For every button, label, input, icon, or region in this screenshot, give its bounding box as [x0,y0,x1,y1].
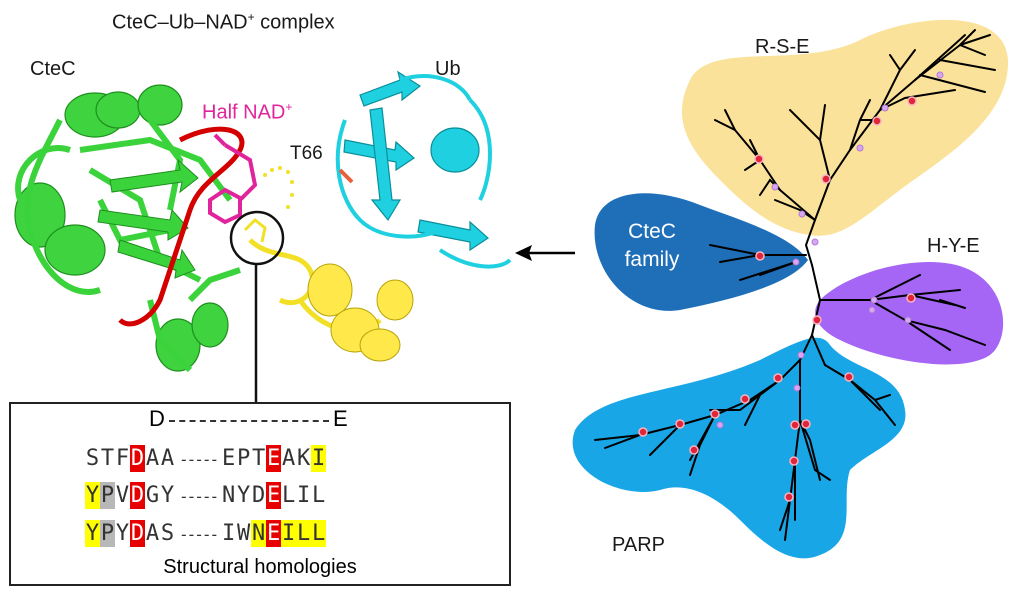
label-ub: Ub [435,58,461,80]
residue: D [130,482,145,509]
residue: I [222,521,236,546]
clade-hye-blob [815,261,1004,365]
yellow-linker [248,166,414,362]
residue: Y [237,483,251,508]
residue: I [297,483,311,508]
marker-dash-line [169,420,329,422]
gap-dashes: ----- [179,487,219,506]
residue: A [145,521,160,546]
clade-ctec-blob [594,193,808,311]
t66-residue [338,168,354,184]
residue: A [282,446,296,471]
arrow-pointer [515,245,575,261]
sequence-row: STFDAA-----EPTEAKI [85,445,327,473]
residue: E [266,520,282,547]
residue: P [100,520,115,547]
clade-label-ctec-family: CteC family [624,220,680,271]
alignment-box: D E STFDAA-----EPTEAKI YPVDGY-----NYDELI… [9,402,511,586]
marker-e: E [333,406,348,431]
residue: Y [85,482,100,509]
residue: I [311,445,327,472]
residue: A [145,446,160,471]
residue: T [252,446,266,471]
residue: D [130,520,145,547]
residue: A [160,446,175,471]
clade-parp-blob [572,337,906,559]
residue: S [85,446,100,471]
sequence-row: YPVDGY-----NYDELIL [85,482,326,510]
ctec-protein [14,84,241,373]
gap-dashes: ----- [179,525,219,544]
label-t66: T66 [290,143,323,164]
nad-ligand [208,133,258,225]
residue: D [252,483,266,508]
residue: F [115,446,130,471]
residue: L [312,483,326,508]
residue: G [145,483,160,508]
residue: L [311,520,327,547]
residue: T [100,446,115,471]
residue: D [130,445,145,472]
residue: Y [160,483,175,508]
active-site-residues [243,217,267,243]
residue: I [281,520,297,547]
residue: E [222,446,236,471]
clade-label-rse: R-S-E [755,36,810,58]
residue: K [297,446,311,471]
sequence-row: YPYDAS-----IWNEILL [85,520,327,548]
residue: P [237,446,251,471]
residue: E [266,482,282,509]
clade-label-hye: H-Y-E [927,235,980,257]
residue: L [296,520,312,547]
clade-rse-blob [681,19,1009,236]
figure-title: CteC–Ub–NAD+ complex [112,10,335,34]
tree-nodes [638,71,944,502]
residue: Y [85,520,100,547]
label-half-nad: Half NAD+ [202,100,293,124]
residue: L [282,483,296,508]
residue: V [115,483,130,508]
residue: S [160,521,175,546]
residue: N [222,483,236,508]
clade-label-parp: PARP [612,534,665,556]
red-loop [118,126,245,327]
marker-d: D [149,406,165,431]
gap-dashes: ----- [179,450,219,469]
label-ctec: CteC [30,58,76,80]
residue: E [266,445,282,472]
residue: Y [115,521,130,546]
ub-protein [335,70,512,269]
residue: P [100,482,115,509]
residue: W [237,521,251,546]
alignment-caption: Structural homologies [163,556,357,578]
residue: N [251,520,267,547]
